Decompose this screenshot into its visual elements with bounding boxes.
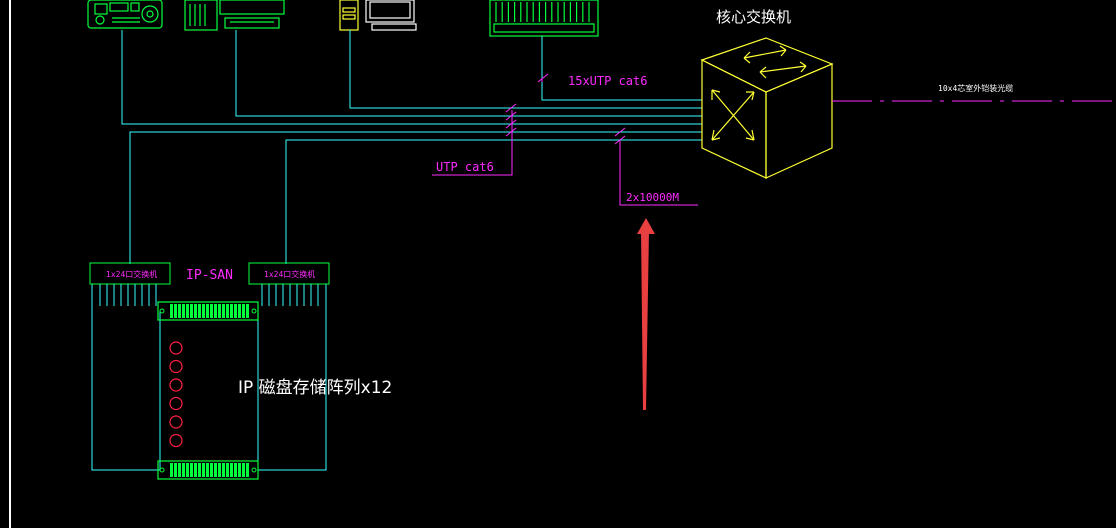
controller-disk-slot	[242, 463, 245, 477]
controller-disk-slot	[226, 304, 229, 318]
controller-disk-slot	[194, 304, 197, 318]
controller-disk-slot	[206, 304, 209, 318]
controller-disk-slot	[246, 304, 249, 318]
controller-disk-slot	[202, 304, 205, 318]
controller-disk-slot	[238, 304, 241, 318]
core-switch-label: 核心交换机	[716, 8, 791, 26]
controller-disk-slot	[214, 463, 217, 477]
controller-disk-slot	[234, 463, 237, 477]
controller-disk-slot	[222, 463, 225, 477]
controller-disk-slot	[214, 304, 217, 318]
controller-disk-slot	[246, 463, 249, 477]
controller-disk-slot	[210, 463, 213, 477]
controller-disk-slot	[190, 463, 193, 477]
controller-disk-slot	[218, 304, 221, 318]
storage-controller-bottom	[157, 460, 259, 480]
controller-disk-slot	[238, 463, 241, 477]
controller-disk-slot	[222, 304, 225, 318]
cyan-connection-lines	[121, 30, 702, 264]
san-switch-right-label: 1x24口交换机	[264, 269, 315, 279]
controller-disk-slot	[174, 304, 177, 318]
controller-disk-slot	[202, 463, 205, 477]
core-switch-icon	[700, 37, 834, 179]
controller-disk-slot	[210, 304, 213, 318]
controller-disk-slot	[182, 463, 185, 477]
disk-dot	[169, 341, 183, 355]
label-leader-lines	[432, 78, 698, 206]
ip-san-frame	[91, 284, 327, 471]
controller-disk-slot	[170, 304, 173, 318]
controller-disk-slot	[174, 463, 177, 477]
controller-disk-slot	[234, 304, 237, 318]
workstation-pc-icon	[184, 0, 285, 31]
controller-disk-slot	[186, 304, 189, 318]
link-label-2x10000m: 2x10000M	[626, 191, 679, 204]
access-switch-rack-icon	[489, 0, 599, 37]
controller-disk-slot	[230, 463, 233, 477]
san-switch-right	[248, 262, 330, 306]
controller-disk-slot	[186, 463, 189, 477]
controller-disk-slot	[242, 304, 245, 318]
disk-dot	[169, 378, 183, 392]
link-label-utp-cat6: UTP cat6	[436, 160, 494, 174]
disk-dot	[169, 359, 183, 374]
controller-disk-slot	[226, 463, 229, 477]
outdoor-fiber-label: 10x4芯室外铠装光缆	[938, 83, 1013, 93]
controller-disk-slot	[194, 463, 197, 477]
controller-disk-slot	[170, 463, 173, 477]
controller-disk-slot	[178, 463, 181, 477]
disk-array-dots	[169, 341, 183, 448]
controller-disk-slot	[230, 304, 233, 318]
controller-disk-slot	[198, 304, 201, 318]
controller-disk-slot	[206, 463, 209, 477]
video-control-keyboard-icon	[87, 0, 163, 29]
controller-disk-slot	[218, 463, 221, 477]
disk-dot	[169, 433, 183, 448]
storage-controller-top	[157, 301, 259, 321]
server-tower-icon	[339, 0, 417, 31]
controller-disk-slot	[190, 304, 193, 318]
link-label-15utp: 15xUTP cat6	[568, 74, 647, 88]
disk-dot	[169, 415, 183, 429]
san-switch-left	[89, 262, 171, 306]
red-annotation-arrow	[637, 218, 655, 410]
ip-san-label: IP-SAN	[186, 268, 233, 283]
controller-disk-slot	[182, 304, 185, 318]
controller-disk-slot	[178, 304, 181, 318]
disk-array-label: IP 磁盘存储阵列x12	[238, 378, 392, 398]
disk-dot	[169, 396, 183, 411]
controller-disk-slot	[198, 463, 201, 477]
san-switch-left-label: 1x24口交换机	[106, 269, 157, 279]
